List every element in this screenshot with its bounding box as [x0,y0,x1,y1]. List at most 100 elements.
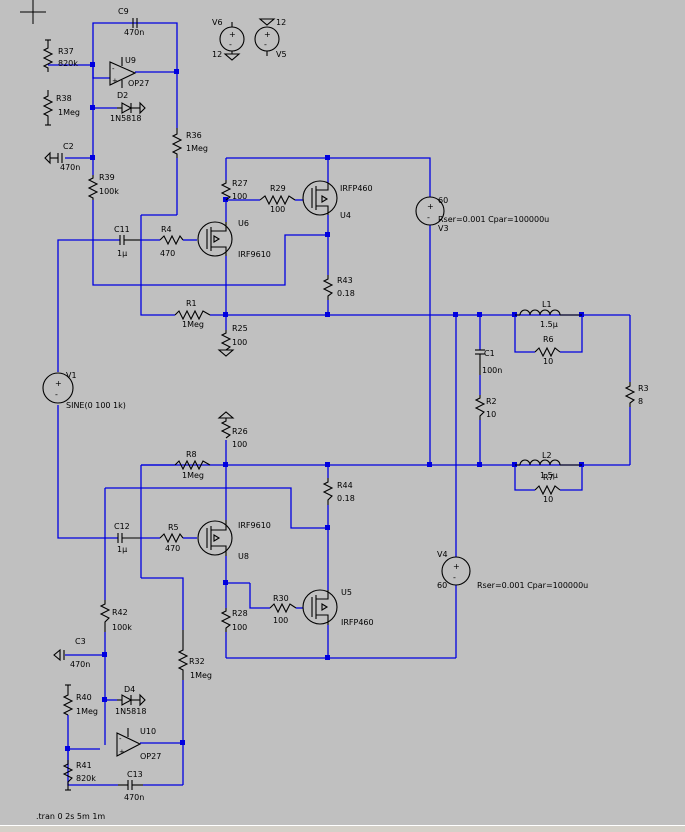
svg-text:+: + [453,562,460,571]
svg-text:+: + [119,748,125,756]
label-r37-ref: R37 [58,47,74,56]
label-r4-ref: R4 [161,225,172,234]
label-c12-ref: C12 [114,522,130,531]
capacitor-c1-icon [475,349,485,375]
label-v5-ref: V5 [276,50,287,59]
opamp-u9-icon: -+ [109,57,137,88]
label-l1-value: 1.5µ [540,320,558,329]
label-v4-ref: V4 [437,550,448,559]
resistor-r43-icon [322,275,334,300]
label-r32-ref: R32 [189,657,205,666]
svg-text:+: + [229,30,236,39]
mosfet-u8-icon [197,520,233,556]
label-v3-ref: V3 [438,224,449,233]
label-l2-ref: L2 [542,451,552,460]
label-c2-ref: C2 [63,142,74,151]
label-r1-ref: R1 [186,299,197,308]
label-c1-value: 100n [482,366,502,375]
resistor-r36-icon [171,128,183,158]
label-r26-value: 100 [232,440,247,449]
label-r25-ref: R25 [232,324,248,333]
label-v1-ref: V1 [66,371,77,380]
label-u9-ref: U9 [125,56,136,65]
capacitor-c12-icon [117,533,140,543]
label-v3-value: 60 [438,196,448,205]
resistor-r38-icon [42,90,54,125]
label-r5-value: 470 [165,544,180,553]
label-r41-ref: R41 [76,761,92,770]
junction-dots [65,62,584,751]
label-u10-ref: U10 [140,727,156,736]
voltage-source-v5-icon: +- [254,18,280,56]
resistor-r28-icon [220,608,232,632]
resistor-r27-icon [220,180,232,201]
label-c13-ref: C13 [127,770,143,779]
label-r2-value: 10 [486,410,496,419]
voltage-source-v3-icon: +- [415,196,445,226]
svg-text:-: - [119,735,122,743]
svg-text:-: - [55,390,58,399]
label-v1-value: SINE(0 100 1k) [66,401,126,410]
label-r28-ref: R28 [232,609,248,618]
label-c3-ref: C3 [75,637,86,646]
label-r36-ref: R36 [186,131,202,140]
resistor-r30-icon [269,602,297,614]
spice-directive: .tran 0 2s 5m 1m [36,812,105,821]
diode-d2-icon [117,101,146,115]
label-r40-value: 1Meg [76,707,98,716]
label-r7-ref: R7 [543,473,554,482]
label-r38-value: 1Meg [58,108,80,117]
capacitor-c2-icon [44,151,63,165]
label-r30-ref: R30 [273,594,289,603]
mosfet-u5-icon [302,589,338,625]
resistor-r25-icon [220,330,232,351]
label-d2-ref: D2 [117,91,128,100]
label-u5-ref: U5 [341,588,352,597]
mosfet-u6-icon [197,221,233,257]
svg-text:-: - [112,65,115,73]
label-c13-value: 470n [124,793,144,802]
label-c2-value: 470n [60,163,80,172]
resistor-r41-icon [62,760,74,790]
svg-text:+: + [427,202,434,211]
label-r29-ref: R29 [270,184,286,193]
label-r7-value: 10 [543,495,553,504]
label-v5-value: 12 [276,18,286,27]
label-c9-value: 470n [124,28,144,37]
resistor-r32-icon [177,630,189,680]
label-v4-extra: Rser=0.001 Cpar=100000u [477,581,588,590]
label-r8-ref: R8 [186,450,197,459]
component-symbols: -+ -+ [42,18,636,791]
label-r40-ref: R40 [76,693,92,702]
label-r44-value: 0.18 [337,494,355,503]
resistor-r4-icon [159,234,184,246]
wires [48,22,631,786]
resistor-r39-icon [87,175,99,200]
label-r44-ref: R44 [337,481,353,490]
label-r37-value: 820k [58,59,78,68]
svg-text:+: + [264,30,271,39]
resistor-r26-icon [220,418,232,439]
label-r39-ref: R39 [99,173,115,182]
label-r3-value: 8 [638,397,643,406]
ground-symbols [45,39,235,791]
label-u8-value: IRF9610 [238,521,271,530]
label-d4-ref: D4 [124,685,135,694]
label-u6-value: IRF9610 [238,250,271,259]
diode-d4-icon [117,693,146,707]
resistor-r6-icon [534,346,561,358]
label-r4-value: 470 [160,249,175,258]
svg-text:+: + [55,379,62,388]
label-r27-ref: R27 [232,179,248,188]
label-c12-value: 1µ [117,545,127,554]
capacitor-c13-icon [118,780,143,790]
resistor-r42-icon [99,600,111,632]
voltage-source-v4-icon: +- [441,556,471,586]
label-r41-value: 820k [76,774,96,783]
label-u10-value: OP27 [140,752,161,761]
label-r38-ref: R38 [56,94,72,103]
label-r42-ref: R42 [112,608,128,617]
crosshair-cursor-icon [20,0,46,24]
